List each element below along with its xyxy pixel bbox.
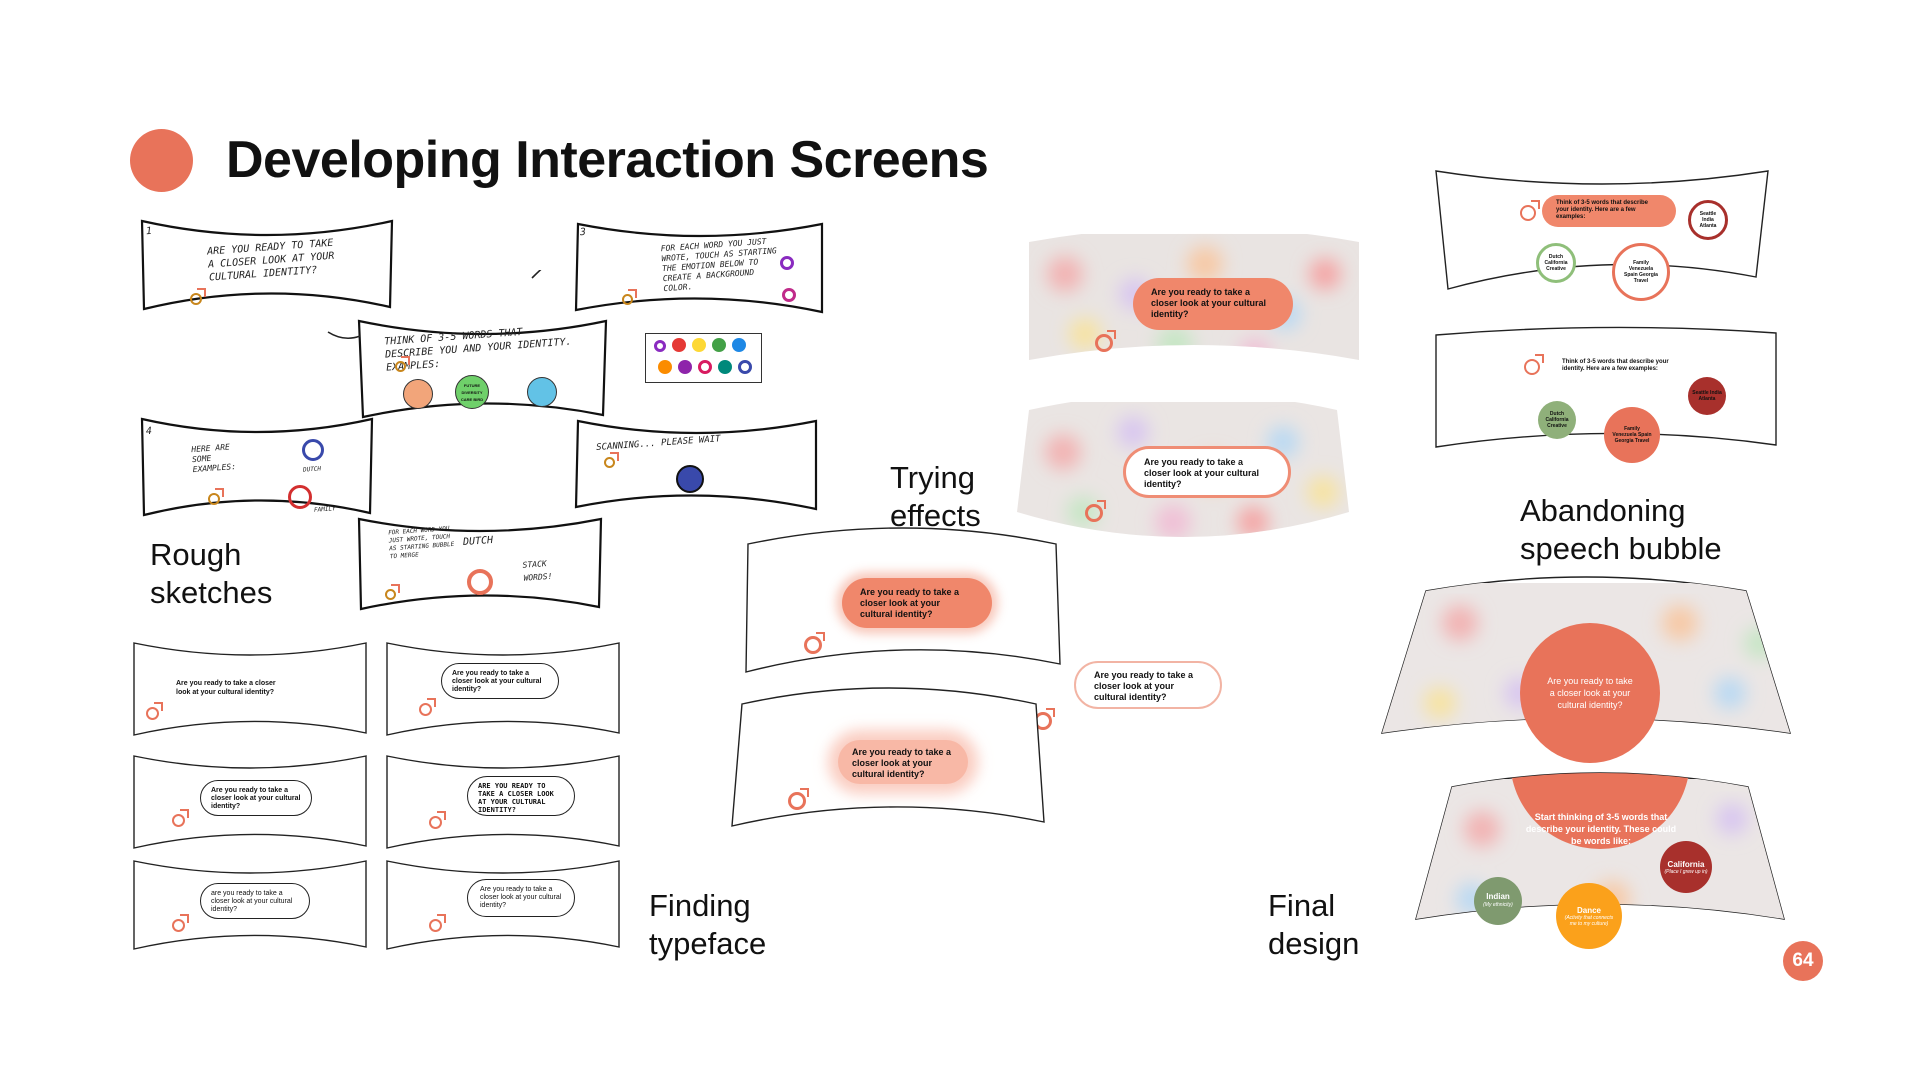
sketch-number: 4	[145, 425, 153, 438]
question-bubble-floating: Are you ready to take a closer look at y…	[1074, 661, 1222, 709]
typeface-screen-1: Are you ready to take a closer look at y…	[130, 637, 370, 742]
word-circle-dutch: Dutch California Creative	[1536, 243, 1576, 283]
effect-screen-glow: Are you ready to take a closer look at y…	[742, 527, 1064, 679]
sketch-screen-5: SCANNING... PLEASE WAIT	[572, 415, 820, 515]
word-circle-seattle: Seattle India Atlanta	[1688, 200, 1728, 240]
question-text: Are you ready to take a closer look at y…	[176, 680, 276, 696]
effect-screen-blur-2: Are you ready to take a closer look at y…	[1013, 402, 1353, 550]
scanning-icon	[676, 465, 704, 493]
prompt-text: Think of 3-5 words that describe your id…	[1562, 359, 1669, 372]
cursor-icon	[429, 919, 442, 932]
sketch-screen-2: THINK OF 3-5 WORDS THAT DESCRIBE YOU AND…	[355, 315, 610, 425]
question-bubble: Are you ready to take a closer look at y…	[1133, 278, 1293, 330]
question-bubble: Are you ready to take a closer look at y…	[1123, 446, 1291, 498]
question-bubble: Are you ready to take a closer look at y…	[838, 740, 968, 784]
sketch-word-circle	[403, 379, 433, 409]
cursor-icon	[622, 294, 633, 305]
word-circle-seattle: Seattle India Atlanta	[1688, 377, 1726, 415]
prompt-bubble: Think of 3-5 words that describe your id…	[1542, 195, 1676, 227]
effect-screen-blur-1: Are you ready to take a closer look at y…	[1025, 234, 1363, 366]
word-circle-california: California(Place I grew up in)	[1660, 841, 1712, 893]
sketch-text: HERE ARE SOME EXAMPLES:	[191, 442, 237, 475]
final-screen-2: Start thinking of 3-5 words that describ…	[1412, 772, 1788, 959]
sketch-color-dot	[782, 288, 796, 302]
cursor-icon	[788, 792, 806, 810]
cursor-icon	[146, 707, 159, 720]
cursor-icon	[804, 636, 822, 654]
abandon-screen-1: Think of 3-5 words that describe your id…	[1432, 165, 1772, 301]
word-circle-family: Family Venezuela Spain Georgia Travel	[1604, 407, 1660, 463]
cursor-icon	[385, 589, 396, 600]
question-bubble: Are you ready to take a closer look at y…	[467, 879, 575, 917]
cursor-icon	[190, 293, 202, 305]
abandon-screen-2: Think of 3-5 words that describe your id…	[1432, 325, 1780, 473]
sketch-number: 1	[145, 225, 153, 238]
cursor-icon	[395, 361, 406, 372]
cursor-icon	[429, 816, 442, 829]
sketch-screen-1: 1 ARE YOU READY TO TAKE A CLOSER LOOK AT…	[138, 215, 396, 315]
cursor-icon	[1524, 359, 1540, 375]
sketch-word-circle: FUTURE DIVERSITY CARE BIRD	[455, 375, 489, 409]
typeface-screen-6: Are you ready to take a closer look at y…	[383, 855, 623, 955]
sketch-color-grid	[645, 333, 762, 383]
sketch-screen-3: 3 FOR EACH WORD YOU JUST WROTE, TOUCH AS…	[572, 218, 827, 318]
cursor-icon	[419, 703, 432, 716]
sketch-word-circle	[527, 377, 557, 407]
sketch-word-circle	[288, 485, 312, 509]
cursor-icon	[1095, 334, 1113, 352]
sketch-color-dot	[780, 256, 794, 270]
word-circle-dance: Dance(Activity that connects me to my cu…	[1556, 883, 1622, 949]
word-circle-family: Family Venezuela Spain Georgia Travel	[1612, 243, 1670, 301]
cursor-icon	[1085, 504, 1103, 522]
sketch-touch-circle	[467, 569, 493, 595]
cursor-icon	[172, 814, 185, 827]
sketch-arrows	[327, 270, 542, 340]
typeface-screen-5: are you ready to take a closer look at y…	[130, 855, 370, 955]
cursor-icon	[172, 919, 185, 932]
sketch-number: 3	[579, 226, 587, 239]
cursor-icon	[604, 457, 615, 468]
typeface-screen-4: ARE YOU READY TO TAKE A CLOSER LOOK AT Y…	[383, 750, 623, 855]
sketch-word-circle	[302, 439, 324, 461]
question-circle: Are you ready to take a closer look at y…	[1520, 623, 1660, 763]
question-bubble: Are you ready to take a closer look at y…	[842, 578, 992, 628]
final-screen-1: Are you ready to take a closer look at y…	[1380, 576, 1792, 771]
word-circle-dutch: Dutch California Creative	[1538, 401, 1576, 439]
page-number: 64	[1783, 941, 1823, 981]
question-bubble: are you ready to take a closer look at y…	[200, 883, 310, 919]
question-bubble: Are you ready to take a closer look at y…	[200, 780, 312, 816]
cursor-icon	[208, 493, 220, 505]
question-bubble: ARE YOU READY TO TAKE A CLOSER LOOK AT Y…	[467, 776, 575, 816]
word-circle-indian: Indian(My ethnicity)	[1474, 877, 1522, 925]
question-bubble: Are you ready to take a closer look at y…	[441, 663, 559, 699]
typeface-screen-2: Are you ready to take a closer look at y…	[383, 637, 623, 742]
sketch-screen-6: FOR EACH WORD YOU JUST WROTE, TOUCH AS S…	[355, 513, 605, 613]
effect-screen-soft: Are you ready to take a closer look at y…	[728, 687, 1048, 836]
title-bullet	[130, 129, 193, 192]
cursor-icon	[1520, 205, 1536, 221]
typeface-screen-3: Are you ready to take a closer look at y…	[130, 750, 370, 855]
page-title: Developing Interaction Screens	[226, 131, 989, 189]
final-prompt: Start thinking of 3-5 words that describ…	[1525, 812, 1677, 846]
sketch-screen-4: 4 HERE ARE SOME EXAMPLES: DUTCH FAMILY	[138, 413, 376, 523]
